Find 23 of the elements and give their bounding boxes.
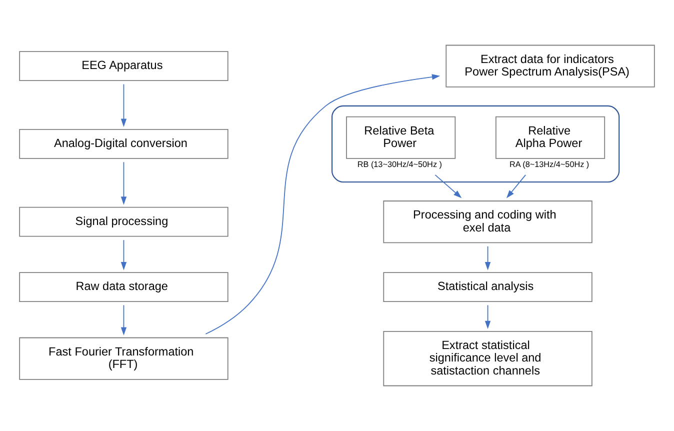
node-box: Relative Alpha Power	[495, 116, 606, 159]
arrow	[434, 174, 462, 198]
arrow	[484, 304, 491, 329]
node-box: Analog-Digital conversion	[19, 129, 228, 159]
node-box: Statistical analysis	[383, 272, 592, 302]
node-box: Raw data storage	[19, 272, 228, 302]
arrow	[205, 74, 440, 334]
cluster	[331, 105, 620, 183]
arrow	[120, 84, 127, 127]
node-box: Relative Beta Power	[346, 116, 456, 159]
node-box: Signal processing	[19, 206, 228, 237]
arrow	[506, 174, 526, 198]
node-box: Fast Fourier Transformation (FFT)	[19, 337, 228, 380]
arrow	[120, 162, 127, 205]
node-box: EEG Apparatus	[19, 51, 228, 82]
arrow	[484, 246, 491, 270]
node-box: Extract data for indicators Power Spectrum Analysis(PSA)	[446, 44, 655, 88]
node-box: Extract statistical significance level and satistaction channels	[383, 330, 592, 386]
node-box: Processing and coding with exel data	[383, 200, 592, 244]
node-label: RA (8~13Hz/4~50Hz )	[510, 160, 590, 169]
node-label: RB (13~30Hz/4~50Hz )	[357, 160, 442, 169]
arrow	[120, 304, 127, 336]
arrow	[120, 240, 127, 270]
